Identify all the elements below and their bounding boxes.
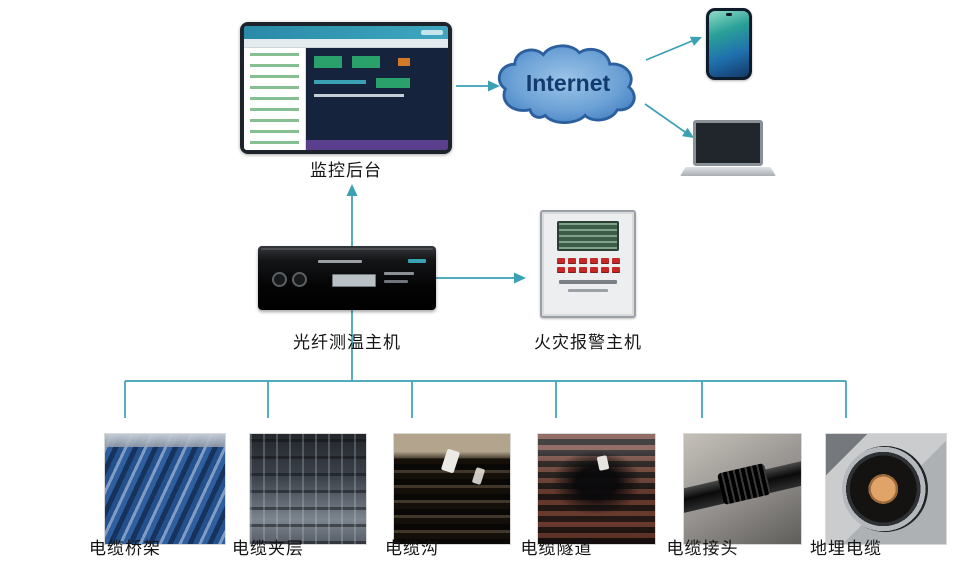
- arrowhead-to-firealarm: [514, 272, 526, 284]
- photo-buried-cable: [826, 434, 946, 544]
- cable-cross-section: [842, 446, 928, 532]
- fire-alarm-label: 火灾报警主机: [534, 333, 642, 352]
- optical-connector-icon: [272, 272, 287, 287]
- fiber-temp-host-device: [258, 246, 436, 310]
- monitor-screen-toolbar: [244, 39, 448, 48]
- photo-cable-mezzanine: [250, 434, 366, 544]
- optical-connector-icon: [292, 272, 307, 287]
- cable-joint-collar: [717, 463, 771, 505]
- arrow-line-internet-to-laptop: [644, 103, 686, 133]
- source-label-cable-joint: 电缆接头: [666, 539, 739, 558]
- monitor-backend-display: [240, 22, 452, 154]
- fire-alarm-led-grid: [552, 258, 624, 273]
- host-front-display: [332, 274, 376, 287]
- source-bus-lines: [124, 310, 847, 418]
- monitor-screen-dashboard-panel: [306, 48, 448, 150]
- arrow-line-internet-to-phone: [645, 40, 693, 61]
- cable-clamp: [471, 467, 486, 485]
- smartphone-camera-notch: [726, 13, 732, 16]
- host-front-text: [384, 272, 414, 275]
- host-brand-mark: [408, 259, 426, 263]
- fire-alarm-panel: [540, 210, 636, 318]
- photo-cable-joint: [684, 434, 801, 544]
- monitor-screen: [244, 26, 448, 150]
- smartphone-screen: [709, 11, 749, 77]
- source-label-cable-tunnel: 电缆隧道: [520, 539, 593, 558]
- photo-cable-tray: [105, 434, 225, 544]
- host-front-text: [384, 280, 408, 283]
- smartphone: [706, 8, 752, 80]
- internet-label: Internet: [525, 70, 611, 96]
- cable-clamp: [596, 455, 610, 471]
- photo-cable-trench: [394, 434, 510, 544]
- laptop-screen: [693, 120, 763, 166]
- laptop-keyboard-base: [680, 167, 776, 176]
- source-label-buried-cable: 地埋电缆: [810, 539, 882, 558]
- cable-clamp: [440, 448, 461, 474]
- source-label-cable-trench: 电缆沟: [385, 539, 439, 558]
- arrowhead-to-phone: [689, 36, 702, 46]
- source-label-cable-tray: 电缆桥架: [89, 539, 161, 558]
- photo-cable-tunnel: [538, 434, 655, 544]
- cloud-shape: [497, 44, 636, 124]
- arrowhead-to-monitor: [346, 184, 358, 196]
- fire-alarm-slot: [568, 289, 608, 292]
- monitor-label: 监控后台: [310, 161, 382, 180]
- host-front-text: [318, 260, 362, 263]
- fire-alarm-lcd: [557, 221, 619, 251]
- source-label-cable-mezzanine: 电缆夹层: [232, 539, 304, 558]
- internet-cloud: Internet: [492, 40, 644, 132]
- monitor-screen-tree-panel: [244, 48, 306, 150]
- host-label: 光纤测温主机: [293, 333, 401, 352]
- laptop: [680, 120, 776, 178]
- fire-alarm-slot: [559, 280, 617, 284]
- monitor-screen-titlebar: [244, 26, 448, 39]
